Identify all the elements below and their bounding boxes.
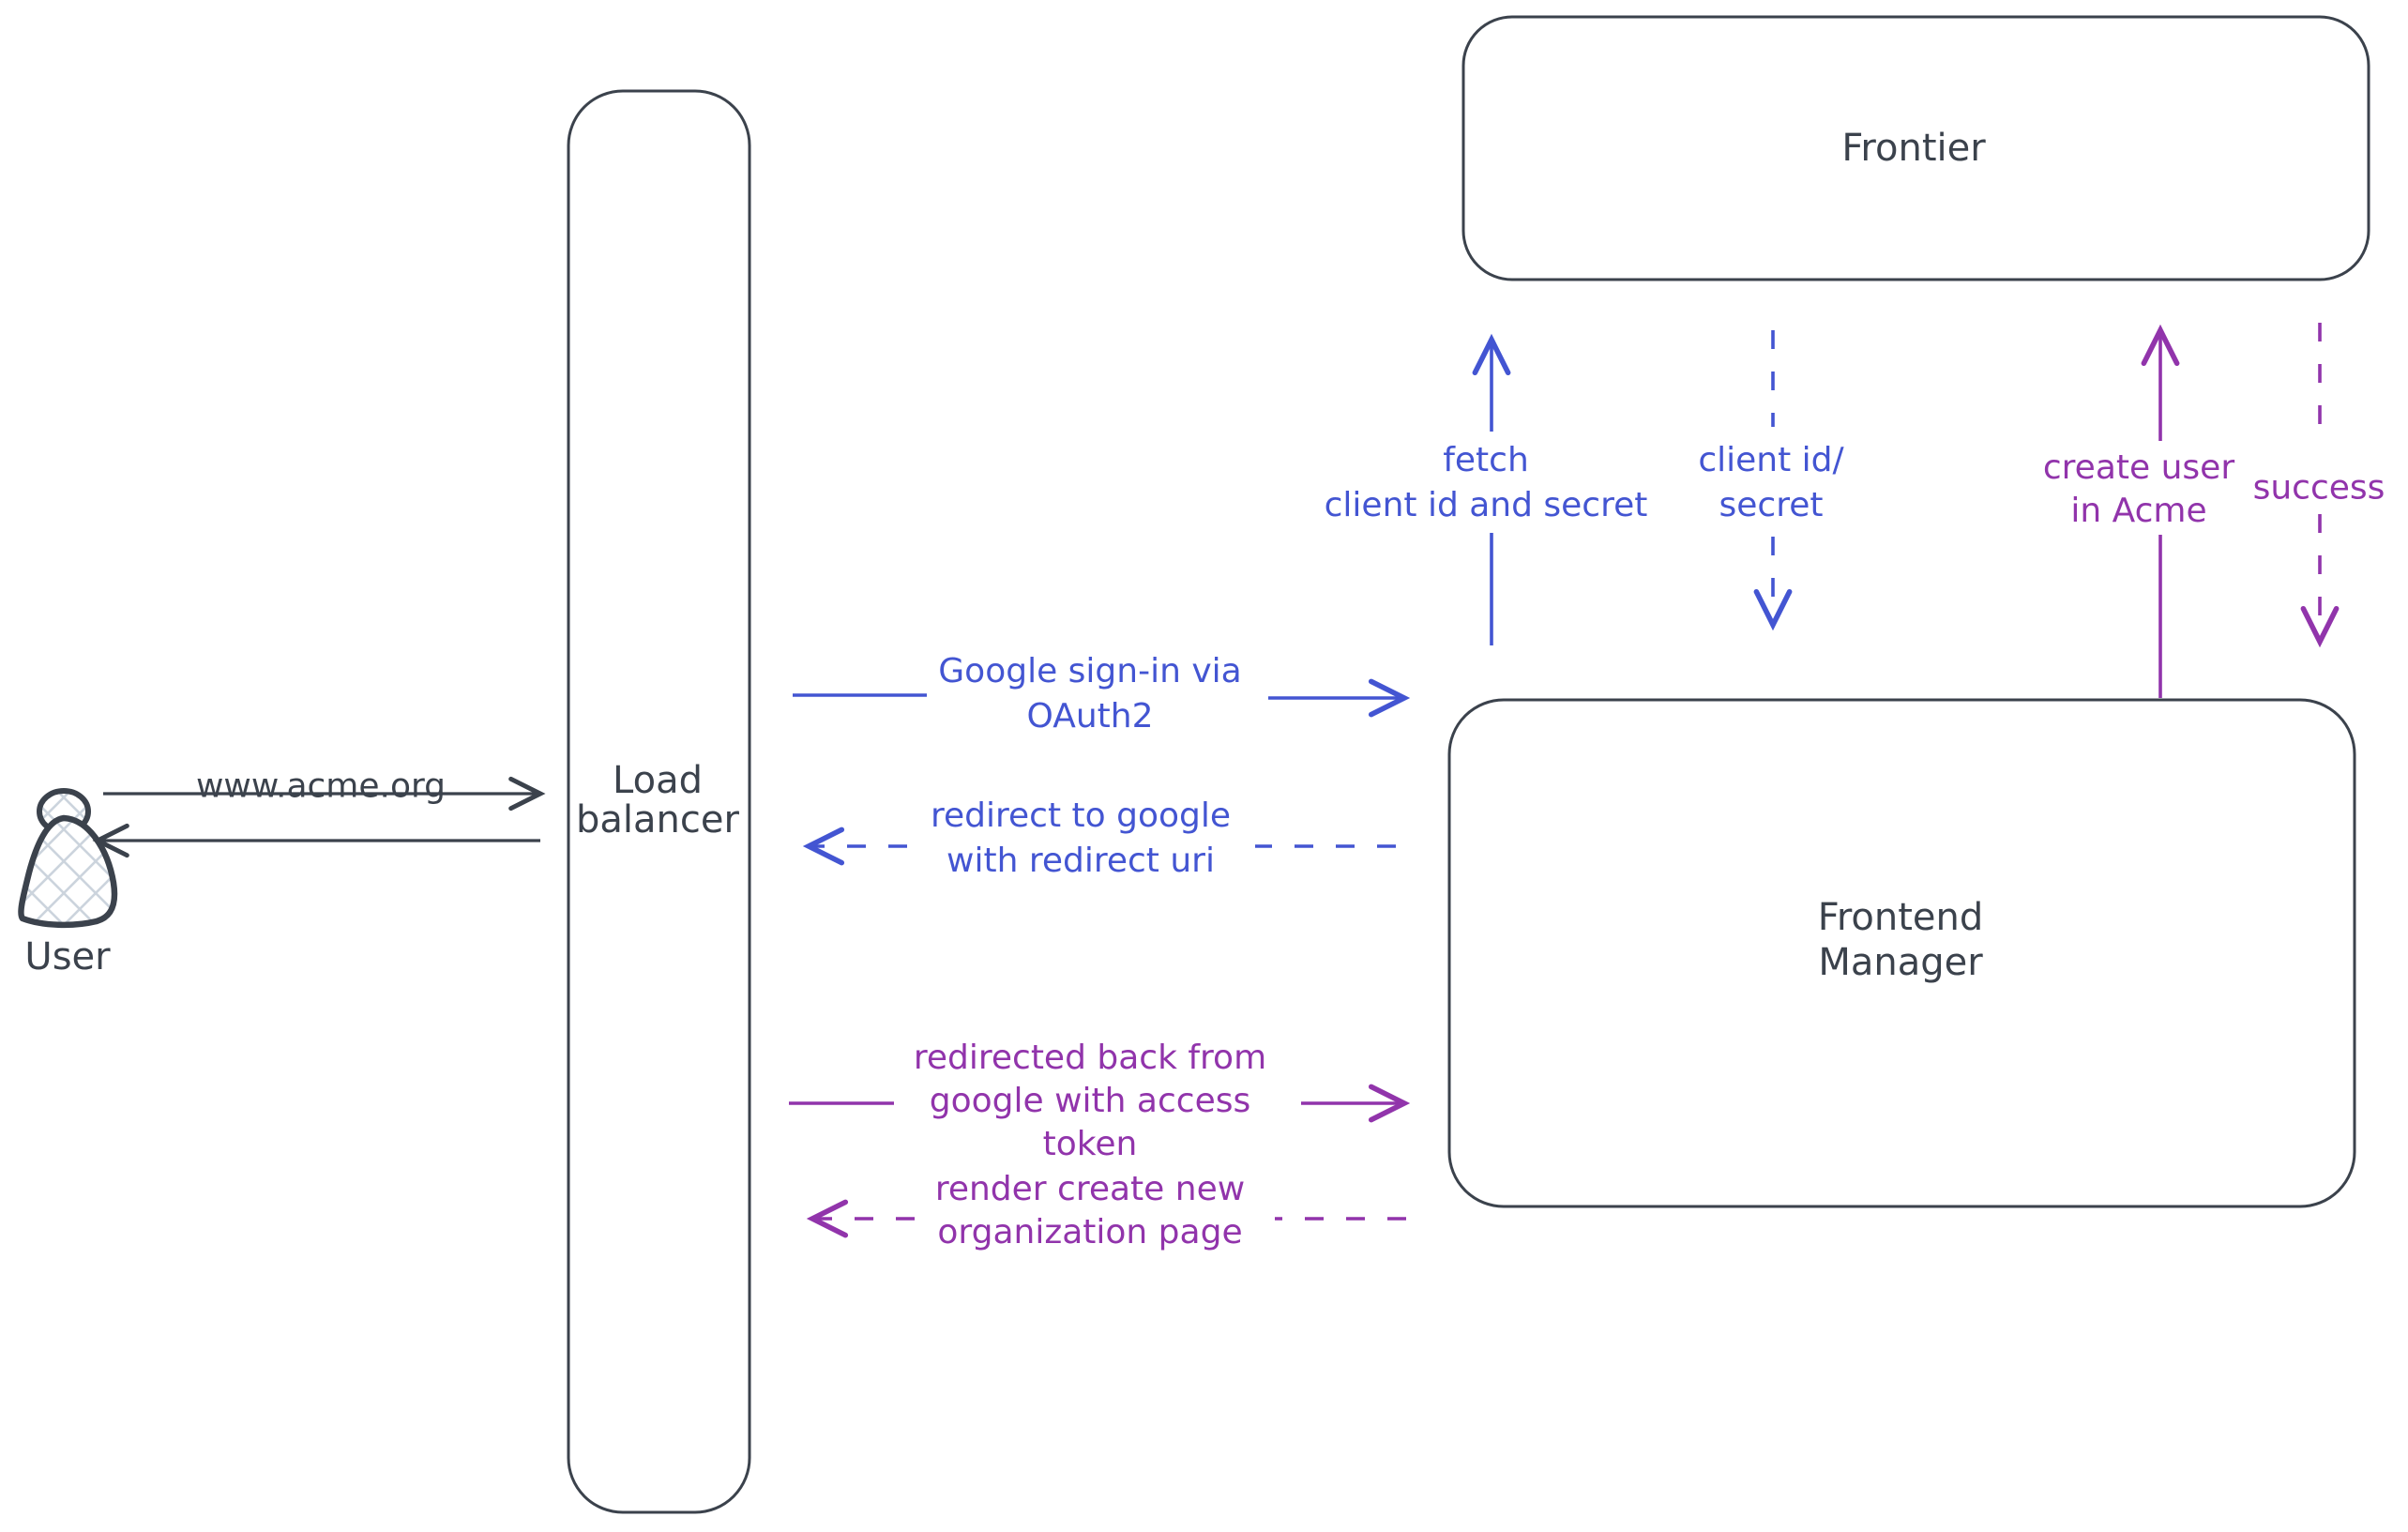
redirect-google-label: redirect to google with redirect uri: [931, 794, 1231, 884]
frontend-manager-label: Frontend Manager: [1818, 895, 1984, 985]
label-line: redirected back from: [913, 1039, 1267, 1077]
redirected-back-label: redirected back from google with access …: [914, 1037, 1266, 1166]
label-line: fetch: [1443, 441, 1529, 479]
label-line: success: [2252, 468, 2385, 508]
frontend-manager-box: [1447, 698, 2356, 1208]
render-page-label: render create new organization page: [935, 1168, 1245, 1254]
client-id-secret-label: client id/ secret: [1698, 438, 1843, 528]
load-balancer-box: [567, 89, 751, 1514]
label-line: with redirect uri: [947, 842, 1215, 880]
frontier-label: Frontier: [1841, 127, 1985, 170]
label-line: Frontend: [1817, 896, 1984, 939]
label-line: google with access: [929, 1082, 1251, 1120]
label-line: Google sign-in via: [938, 652, 1242, 690]
label-line: client id/: [1698, 441, 1844, 479]
label-line: render create new: [934, 1170, 1246, 1208]
label-line: Manager: [1818, 941, 1983, 984]
arrow-google-signin: [793, 678, 1411, 718]
load-balancer-label: Load balancer: [576, 761, 739, 840]
label-line: Frontier: [1841, 127, 1986, 170]
frontier-box: [1461, 15, 2370, 281]
label-line: token: [1042, 1125, 1138, 1163]
label-line: in Acme: [2070, 492, 2207, 530]
label-line: www.acme.org: [195, 766, 447, 806]
label-line: OAuth2: [1026, 697, 1154, 736]
label-line: client id and secret: [1324, 486, 1648, 524]
label-line: redirect to google: [930, 796, 1232, 835]
create-user-label: create user in Acme: [2043, 447, 2234, 533]
label-line: Load: [613, 759, 703, 802]
label-line: balancer: [576, 798, 739, 842]
label-line: organization page: [937, 1213, 1243, 1251]
label-line: create user: [2042, 448, 2235, 487]
success-label: success: [2253, 469, 2385, 508]
user-icon: [18, 788, 118, 929]
acme-request-label: www.acme.org: [196, 767, 446, 806]
user-label: User: [24, 935, 110, 978]
label-line: secret: [1719, 486, 1824, 524]
label-line: User: [24, 935, 111, 978]
fetch-creds-label: fetch client id and secret: [1325, 438, 1648, 528]
google-signin-label: Google sign-in via OAuth2: [938, 649, 1241, 739]
